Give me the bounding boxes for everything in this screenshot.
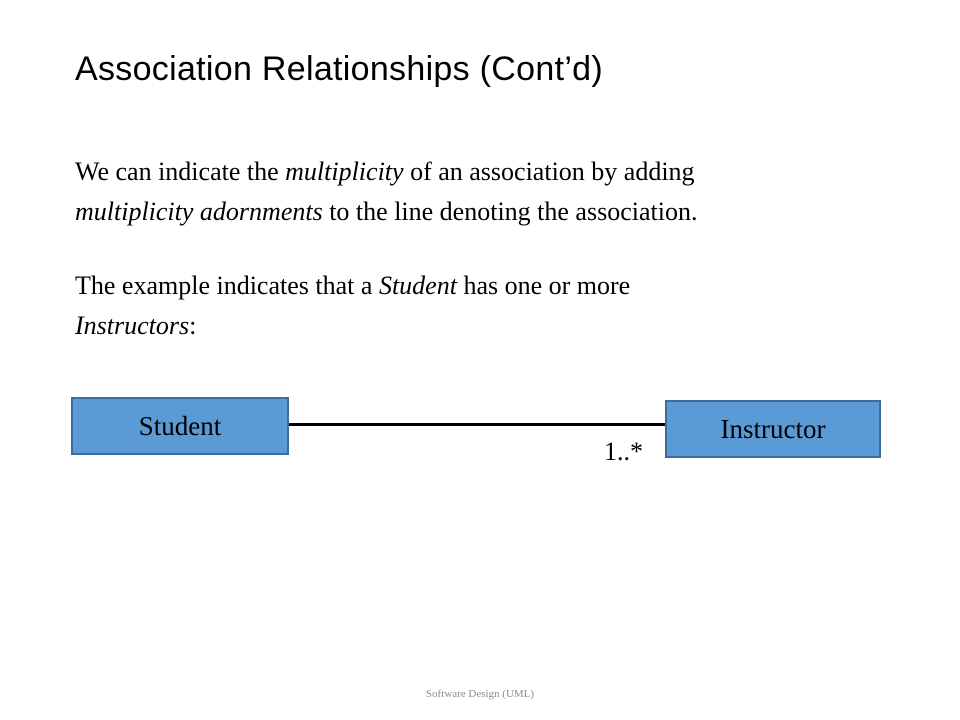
multiplicity-label: 1..* [604, 437, 643, 466]
text-run-italic: multiplicity [285, 157, 404, 186]
uml-class-instructor: Instructor [665, 400, 881, 458]
text-run: has one or more [456, 271, 631, 300]
text-run: to the line denoting the association. [322, 197, 698, 226]
text-run: The example indicates that a [75, 271, 379, 300]
association-line [289, 423, 665, 426]
paragraph-example: The example indicates that a Student has… [75, 266, 875, 346]
text-run: We can indicate the [75, 157, 286, 186]
text-run-italic: Instructors [75, 311, 190, 340]
paragraph-multiplicity-intro: We can indicate the multiplicity of an a… [75, 152, 875, 232]
slide-footer: Software Design (UML) [425, 688, 535, 700]
text-run-italic: Student [378, 271, 457, 300]
class-name-student: Student [138, 410, 222, 441]
text-run: of an association by adding [403, 157, 695, 186]
class-name-instructor: Instructor [720, 413, 826, 444]
text-run: : [189, 311, 197, 340]
text-run-italic: multiplicity adornments [75, 197, 323, 226]
slide-title: Association Relationships (Cont’d) [75, 50, 604, 88]
uml-class-student: Student [71, 397, 289, 455]
